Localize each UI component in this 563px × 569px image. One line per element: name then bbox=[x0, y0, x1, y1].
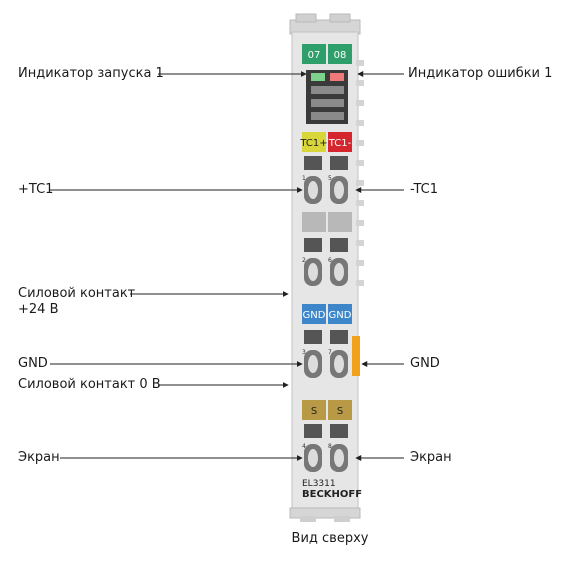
tag-gnd-left: GND bbox=[303, 310, 326, 321]
led-label-07: 07 bbox=[308, 50, 321, 61]
error-led bbox=[330, 73, 344, 81]
label-shield-right: Экран bbox=[410, 450, 452, 465]
led-label-bar: 07 08 bbox=[302, 44, 352, 64]
label-gnd-left: GND bbox=[18, 356, 48, 371]
gnd-tags: GND GND bbox=[302, 304, 352, 324]
contact-number-6: 6 bbox=[328, 257, 332, 264]
tag-shield-right: S bbox=[337, 406, 343, 417]
label-error-led: Индикатор ошибки 1 bbox=[408, 66, 553, 81]
tag-tc-plus: TC1+ bbox=[299, 138, 327, 149]
label-gnd-right: GND bbox=[410, 356, 440, 371]
label-shield-left: Экран bbox=[18, 450, 60, 465]
terminal-pair-1: 1 5 bbox=[302, 156, 348, 204]
contact-number-3: 3 bbox=[302, 349, 306, 356]
brand-label: BECKHOFF bbox=[302, 489, 362, 500]
view-caption: Вид сверху bbox=[291, 531, 369, 546]
model-label: EL3311 bbox=[302, 479, 336, 489]
contact-number-2: 2 bbox=[302, 257, 306, 264]
leader-lines bbox=[50, 71, 404, 461]
tc-tags: TC1+ TC1- bbox=[299, 132, 352, 152]
terminal-pair-2: 2 6 bbox=[302, 238, 348, 286]
contact-number-8: 8 bbox=[328, 443, 332, 450]
led-label-08: 08 bbox=[334, 50, 347, 61]
shield-tags: S S bbox=[302, 400, 352, 420]
blank-tag-right bbox=[328, 212, 352, 232]
contact-number-4: 4 bbox=[302, 443, 306, 450]
contact-number-5: 5 bbox=[328, 175, 332, 182]
led-block bbox=[306, 70, 348, 124]
power-contact-bar bbox=[352, 336, 360, 376]
label-tc-plus: +TC1 bbox=[18, 182, 54, 197]
terminal-pair-3: 3 7 bbox=[302, 330, 348, 378]
tag-shield-left: S bbox=[311, 406, 317, 417]
terminal-pair-4: 4 8 bbox=[302, 424, 348, 472]
label-power-contact-0v: Силовой контакт 0 В bbox=[18, 377, 161, 392]
label-power-contact-24v-line2: +24 В bbox=[18, 302, 59, 317]
tag-tc-minus: TC1- bbox=[328, 138, 352, 149]
label-power-contact-24v-line1: Силовой контакт bbox=[18, 286, 136, 301]
blank-tag-left bbox=[302, 212, 326, 232]
label-run-led: Индикатор запуска 1 bbox=[18, 66, 164, 81]
run-led bbox=[311, 73, 325, 81]
contact-number-7: 7 bbox=[328, 349, 332, 356]
tag-gnd-right: GND bbox=[329, 310, 352, 321]
label-tc-minus: -TC1 bbox=[410, 182, 439, 197]
contact-number-1: 1 bbox=[302, 175, 306, 182]
